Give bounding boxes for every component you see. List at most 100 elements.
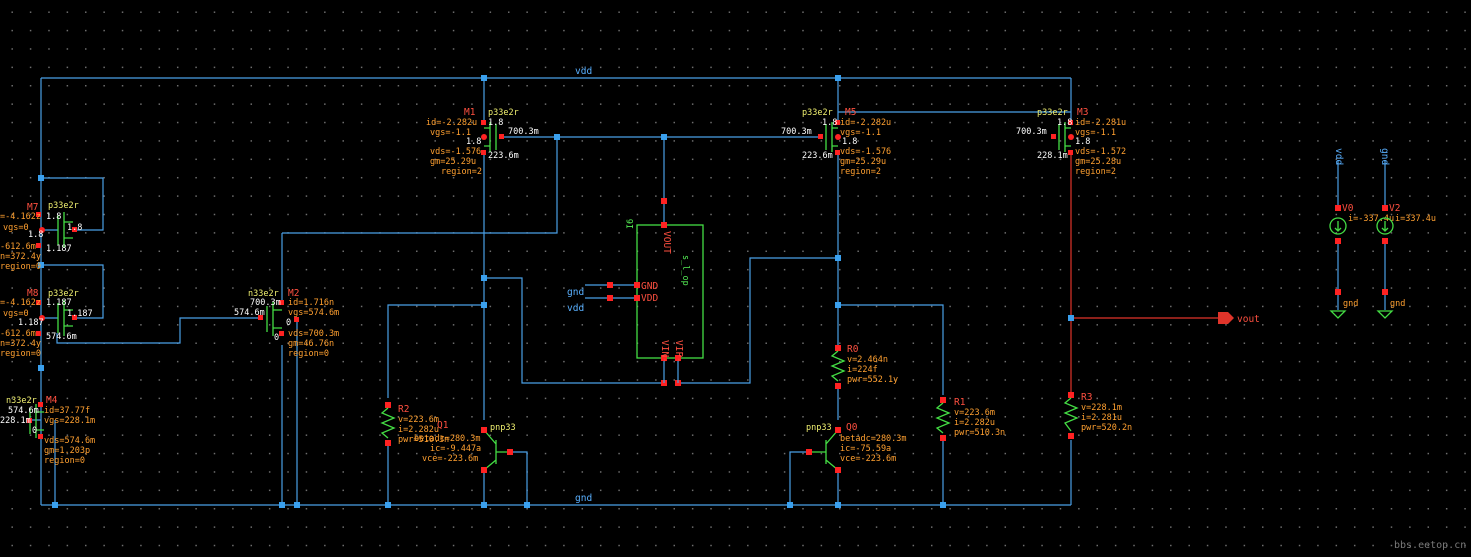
m2-param-5: region=0: [288, 349, 329, 359]
m3-param-2: vgs=-1.1: [1075, 128, 1116, 138]
m8-param-4: n=372.4y: [0, 339, 41, 349]
r0-param-2: i=224f: [847, 365, 878, 375]
transistor-m3[interactable]: p33e2r M3 1.8 id=-2.281u 700.3m vgs=-1.1…: [1016, 107, 1126, 177]
m5-model: p33e2r: [802, 108, 833, 118]
dc-source-v0[interactable]: V0 i=-337.4u gnd: [1329, 203, 1394, 319]
m7-m: 1.8: [28, 230, 43, 240]
wires: [30, 77, 1386, 506]
resistor-r3[interactable]: R3 v=228.1m i=2.281u pwr=520.2n: [1063, 392, 1132, 439]
net-label-vdd-source: vdd: [1333, 148, 1344, 165]
m7-w: 1.8: [46, 212, 61, 222]
transistor-m7[interactable]: M7 p33e2r =-4.162z 1.8 vgs=0 1.8 1.8 -61…: [0, 201, 82, 272]
v2-name: V2: [1389, 203, 1400, 214]
m1-param-2: vgs=-1.1: [430, 128, 471, 138]
m7-name: M7: [27, 202, 38, 213]
r2-param-2: i=2.282u: [398, 425, 439, 435]
resistor-r0[interactable]: R0 v=2.464n i=224f pwr=552.1y: [830, 344, 898, 389]
m5-v4: 223.6m: [802, 151, 833, 161]
transistor-m2[interactable]: n33e2r M2 700.3m id=1.716n 574.6m vgs=57…: [234, 288, 339, 359]
r0-param-1: v=2.464n: [847, 355, 888, 365]
q0-name: Q0: [846, 422, 858, 433]
m3-v2: 1.8: [1075, 137, 1090, 147]
m5-param-2: vgs=-1.1: [840, 128, 881, 138]
r1-name: R1: [954, 397, 966, 408]
m7-v1: 1.187: [46, 244, 72, 254]
m5-param-5: region=2: [840, 167, 881, 177]
resistor-r1[interactable]: R1 v=223.6m i=2.282u pwr=510.3n: [935, 397, 1005, 441]
q0-param-3: vce=-223.6m: [840, 454, 896, 464]
m1-model: p33e2r: [488, 108, 519, 118]
transistor-m1[interactable]: M1 p33e2r 1.8 id=-2.282u vgs=-1.1 1.8 70…: [426, 107, 539, 177]
m3-param-5: region=2: [1075, 167, 1116, 177]
q0-param-1: betadc=280.3m: [840, 434, 907, 444]
net-label-vdd: vdd: [575, 66, 592, 77]
q1-name: Q1: [437, 420, 449, 431]
v2-gnd-label: gnd: [1390, 299, 1405, 309]
m5-v2: 1.8: [842, 137, 857, 147]
v0-param: i=-337.4u: [1348, 214, 1394, 224]
m5-v1: 1.8: [822, 118, 837, 128]
m4-param-1: id=37.77f: [44, 406, 90, 416]
transistor-m5[interactable]: p33e2r M5 1.8 id=-2.282u 700.3m vgs=-1.1…: [781, 107, 891, 177]
opamp-pin-gnd: GND: [641, 281, 658, 292]
m7-param-4: n=372.4y: [0, 252, 41, 262]
resistor-r2[interactable]: R2 v=223.6m i=2.282u pwr=510.3n: [380, 402, 449, 446]
output-pin-vout[interactable]: vout: [1218, 312, 1260, 325]
transistor-m8[interactable]: M8 p33e2r =-4.162z 1.187 vgs=0 1.187 1.1…: [0, 288, 93, 359]
m1-param-4: gm=25.29u: [430, 157, 476, 167]
dc-source-v2[interactable]: V2 i=337.4u gnd: [1376, 203, 1436, 319]
r3-name: R3: [1081, 392, 1092, 403]
net-label-gnd: gnd: [575, 493, 592, 504]
m4-v1: 574.6m: [8, 406, 39, 416]
transistor-m4[interactable]: n33e2r M4 574.6m id=37.77f 228.1m vgs=22…: [0, 395, 95, 466]
m2-v2: 574.6m: [234, 308, 265, 318]
m1-param-5: region=2: [441, 167, 482, 177]
q1-param-1: betadc=280.3m: [414, 434, 481, 444]
opamp-name: I6: [626, 219, 636, 229]
r0-name: R0: [847, 344, 859, 355]
q0-model: pnp33: [806, 423, 832, 433]
m2-param-2: vgs=574.6m: [288, 308, 339, 318]
m7-l: 1.8: [67, 223, 82, 233]
m1-v4: 223.6m: [488, 151, 519, 161]
m4-v3: 0: [32, 426, 37, 436]
q1-param-2: ic=-9.447a: [430, 444, 481, 454]
opamp-cell: s_l_op: [680, 255, 690, 286]
m4-param-4: gm=1.203p: [44, 446, 90, 456]
m2-v4: 0: [274, 333, 279, 343]
m4-model: n33e2r: [6, 396, 37, 406]
m1-v3: 700.3m: [508, 127, 539, 137]
v0-name: V0: [1342, 203, 1354, 214]
r3-param-1: v=228.1m: [1081, 403, 1122, 413]
m3-v4: 228.1m: [1037, 151, 1068, 161]
m8-v1: 574.6m: [46, 332, 77, 342]
m2-v1: 700.3m: [250, 298, 281, 308]
bjt-q0[interactable]: pnp33 Q0 betadc=280.3m ic=-75.59a vce=-2…: [806, 422, 907, 473]
m1-v1: 1.8: [488, 118, 503, 128]
m7-param-1: =-4.162z: [0, 212, 41, 222]
m5-param-4: gm=25.29u: [840, 157, 886, 167]
bjt-q1[interactable]: Q1 pnp33 betadc=280.3m ic=-9.447a vce=-2…: [414, 420, 516, 473]
m8-param-3: -612.6m: [0, 329, 36, 339]
vout-label: vout: [1237, 314, 1260, 325]
net-label-vdd-input: vdd: [567, 303, 584, 314]
m3-param-4: gm=25.28u: [1075, 157, 1121, 167]
m7-param-2: vgs=0: [3, 223, 29, 233]
m3-param-3: vds=-1.572: [1075, 147, 1126, 157]
r1-param-3: pwr=510.3n: [954, 428, 1005, 438]
r2-name: R2: [398, 404, 409, 415]
m4-param-2: vgs=228.1m: [44, 416, 95, 426]
q0-param-2: ic=-75.59a: [840, 444, 891, 454]
m4-param-5: region=0: [44, 456, 85, 466]
r2-param-1: v=223.6m: [398, 415, 439, 425]
r1-param-2: i=2.282u: [954, 418, 995, 428]
net-label-gnd-source: gnd: [1379, 148, 1390, 165]
m1-v2: 1.8: [466, 137, 481, 147]
m5-param-3: vds=-1.576: [840, 147, 891, 157]
opamp-pin-vdd: VDD: [641, 293, 658, 304]
opamp-i6[interactable]: I6 VOUT GND VDD s_l_op VIN- VIP-: [607, 198, 704, 386]
watermark: bbs.eetop.cn: [1394, 540, 1466, 551]
m1-name: M1: [464, 107, 476, 118]
